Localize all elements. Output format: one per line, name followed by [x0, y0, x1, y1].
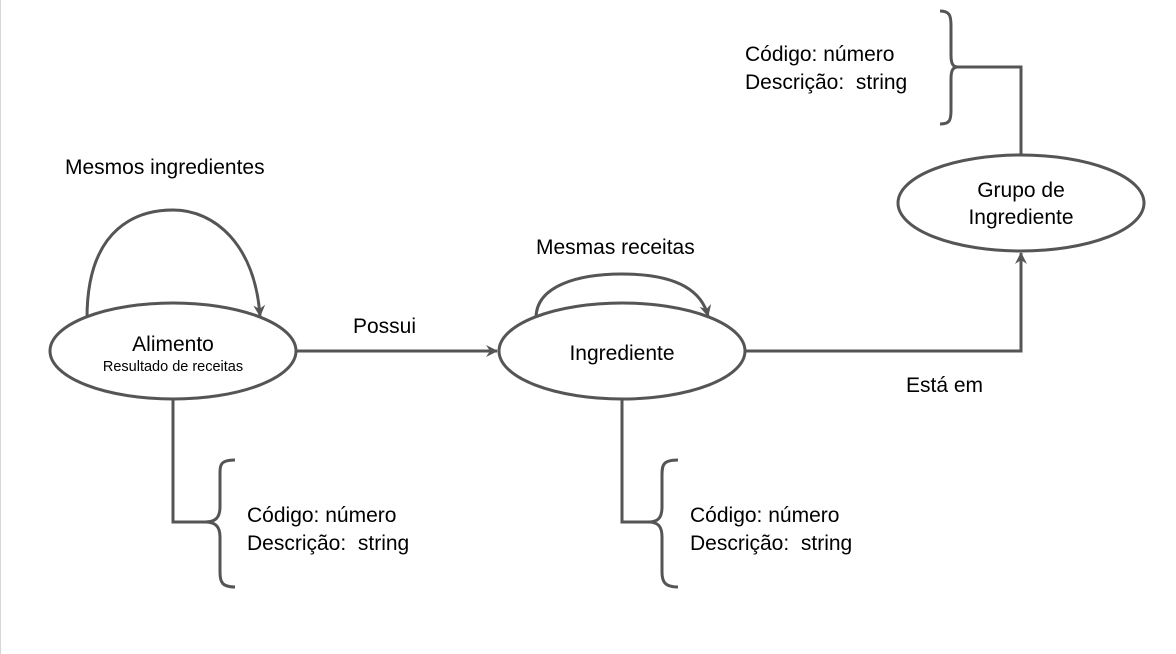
- entity-ingrediente[interactable]: [497, 301, 747, 401]
- label-mesmos-ingredientes: Mesmos ingredientes: [65, 156, 265, 179]
- entity-grupo-line1: Grupo de: [977, 179, 1065, 202]
- ingrediente-attr-codigo: Código: número: [690, 504, 839, 527]
- ingrediente-attribute-connector: [620, 399, 648, 524]
- ingrediente-attribute-brace: [647, 458, 679, 589]
- alimento-attr-descricao: Descrição: string: [247, 532, 409, 555]
- entity-ingrediente-name: Ingrediente: [569, 342, 674, 365]
- self-loop-ingrediente: [534, 272, 712, 319]
- grupo-attr-codigo: Código: número: [745, 43, 894, 66]
- label-mesmas-receitas: Mesmas receitas: [536, 236, 695, 259]
- esta-em-arrow: [745, 252, 1027, 353]
- grupo-attribute-brace: [939, 9, 959, 126]
- left-border: [0, 0, 1, 654]
- entity-alimento[interactable]: [48, 301, 298, 401]
- alimento-attribute-connector: [171, 399, 205, 524]
- label-esta-em: Está em: [906, 374, 983, 397]
- entity-grupo-line2: Ingrediente: [968, 206, 1073, 229]
- alimento-attribute-brace: [204, 458, 236, 589]
- ingrediente-attr-descricao: Descrição: string: [690, 532, 852, 555]
- label-possui: Possui: [353, 315, 416, 338]
- entity-grupo-ingrediente[interactable]: [896, 153, 1146, 253]
- grupo-attribute-connector: [956, 65, 1023, 155]
- self-loop-alimento: [85, 208, 266, 319]
- entity-alimento-subtitle: Resultado de receitas: [103, 359, 243, 375]
- alimento-attr-codigo: Código: número: [247, 504, 396, 527]
- entity-alimento-name: Alimento: [132, 333, 214, 356]
- grupo-attr-descricao: Descrição: string: [745, 71, 907, 94]
